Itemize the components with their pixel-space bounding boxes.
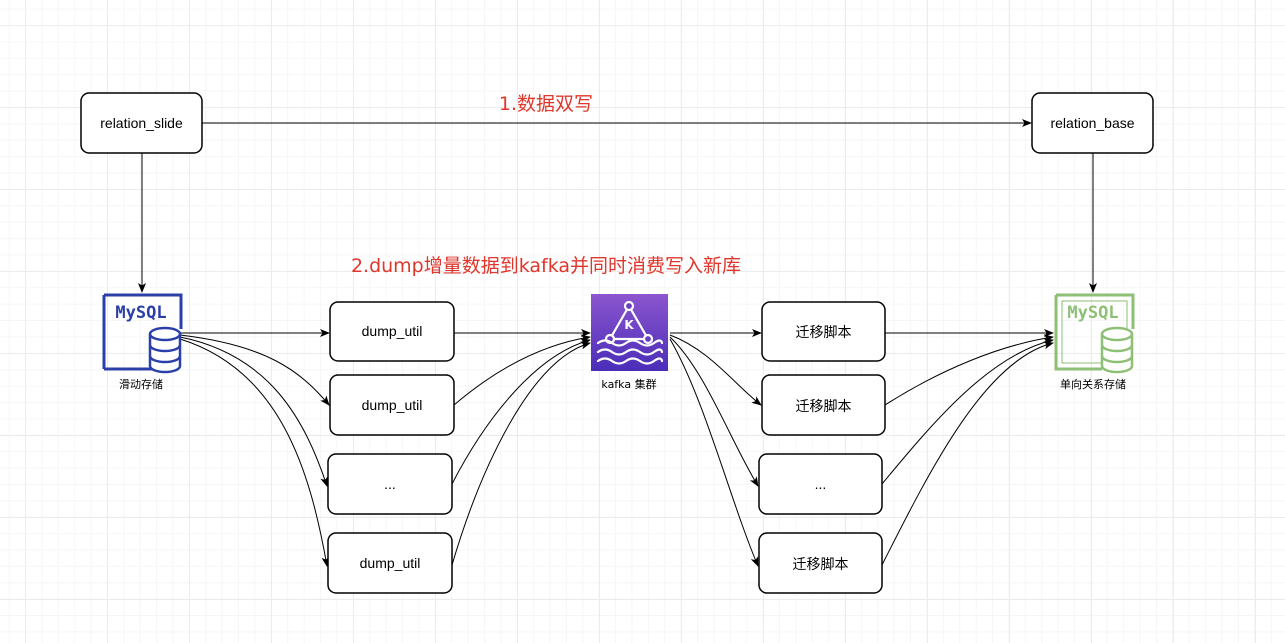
node-label: 迁移脚本 [796, 324, 852, 340]
node-label: ... [384, 476, 396, 492]
node-dump-util-3[interactable]: dump_util [327, 532, 453, 594]
edge-dump-ellipsis-to-kafka [451, 338, 591, 485]
mysql-source-caption: 滑动存储 [119, 377, 163, 391]
mysql-target[interactable]: MySQL 单向关系存储 [1054, 293, 1135, 391]
node-dump-ellipsis[interactable]: ... [327, 453, 453, 515]
mysql-target-caption: 单向关系存储 [1060, 377, 1126, 391]
node-label: 迁移脚本 [796, 398, 852, 414]
node-migrate-2[interactable]: 迁移脚本 [761, 374, 886, 436]
node-label: 迁移脚本 [793, 556, 849, 572]
edge-dump-3-to-kafka [451, 341, 591, 566]
node-dump-util-2[interactable]: dump_util [329, 374, 455, 436]
edge-mysql-to-dump-2 [179, 334, 330, 406]
edge-migrate-2-to-mysql [884, 334, 1054, 406]
step1-label: 1.数据双写 [499, 93, 593, 115]
node-label: ... [815, 476, 827, 492]
edge-mysql-to-dump-ellipsis [179, 336, 328, 487]
node-label: relation_base [1050, 115, 1134, 131]
edge-mysql-to-dump-3 [179, 338, 330, 567]
node-migrate-3[interactable]: 迁移脚本 [758, 532, 883, 594]
node-relation-slide[interactable]: relation_slide [80, 92, 203, 154]
edge-kafka-to-migrate-2 [669, 334, 762, 406]
node-migrate-ellipsis[interactable]: ... [758, 453, 883, 515]
svg-text:MySQL: MySQL [1067, 303, 1118, 323]
step2-label: 2.dump增量数据到kafka并同时消费写入新库 [351, 255, 741, 277]
kafka-icon: K [591, 294, 668, 371]
svg-text:K: K [624, 318, 634, 332]
node-dump-util-1[interactable]: dump_util [329, 301, 455, 362]
mysql-icon: MySQL [1054, 293, 1135, 374]
node-relation-base[interactable]: relation_base [1031, 92, 1154, 154]
mysql-icon: MySQL [102, 293, 183, 374]
kafka-caption: kafka 集群 [601, 377, 656, 391]
edge-migrate-ellipsis-to-mysql [881, 338, 1054, 485]
node-label: dump_util [360, 555, 421, 571]
node-label: dump_util [362, 323, 423, 339]
node-migrate-1[interactable]: 迁移脚本 [761, 301, 886, 362]
edges [138, 119, 1097, 567]
kafka-cluster[interactable]: K kafka 集群 [591, 294, 668, 391]
mysql-source[interactable]: MySQL 滑动存储 [102, 293, 183, 391]
edge-kafka-to-migrate-3 [669, 338, 759, 567]
node-label: dump_util [362, 397, 423, 413]
edge-migrate-3-to-mysql [881, 341, 1054, 566]
node-label: relation_slide [100, 115, 183, 131]
svg-text:MySQL: MySQL [115, 303, 166, 323]
edge-dump-2-to-kafka [453, 334, 591, 406]
edge-kafka-to-migrate-ellipsis [669, 336, 759, 487]
